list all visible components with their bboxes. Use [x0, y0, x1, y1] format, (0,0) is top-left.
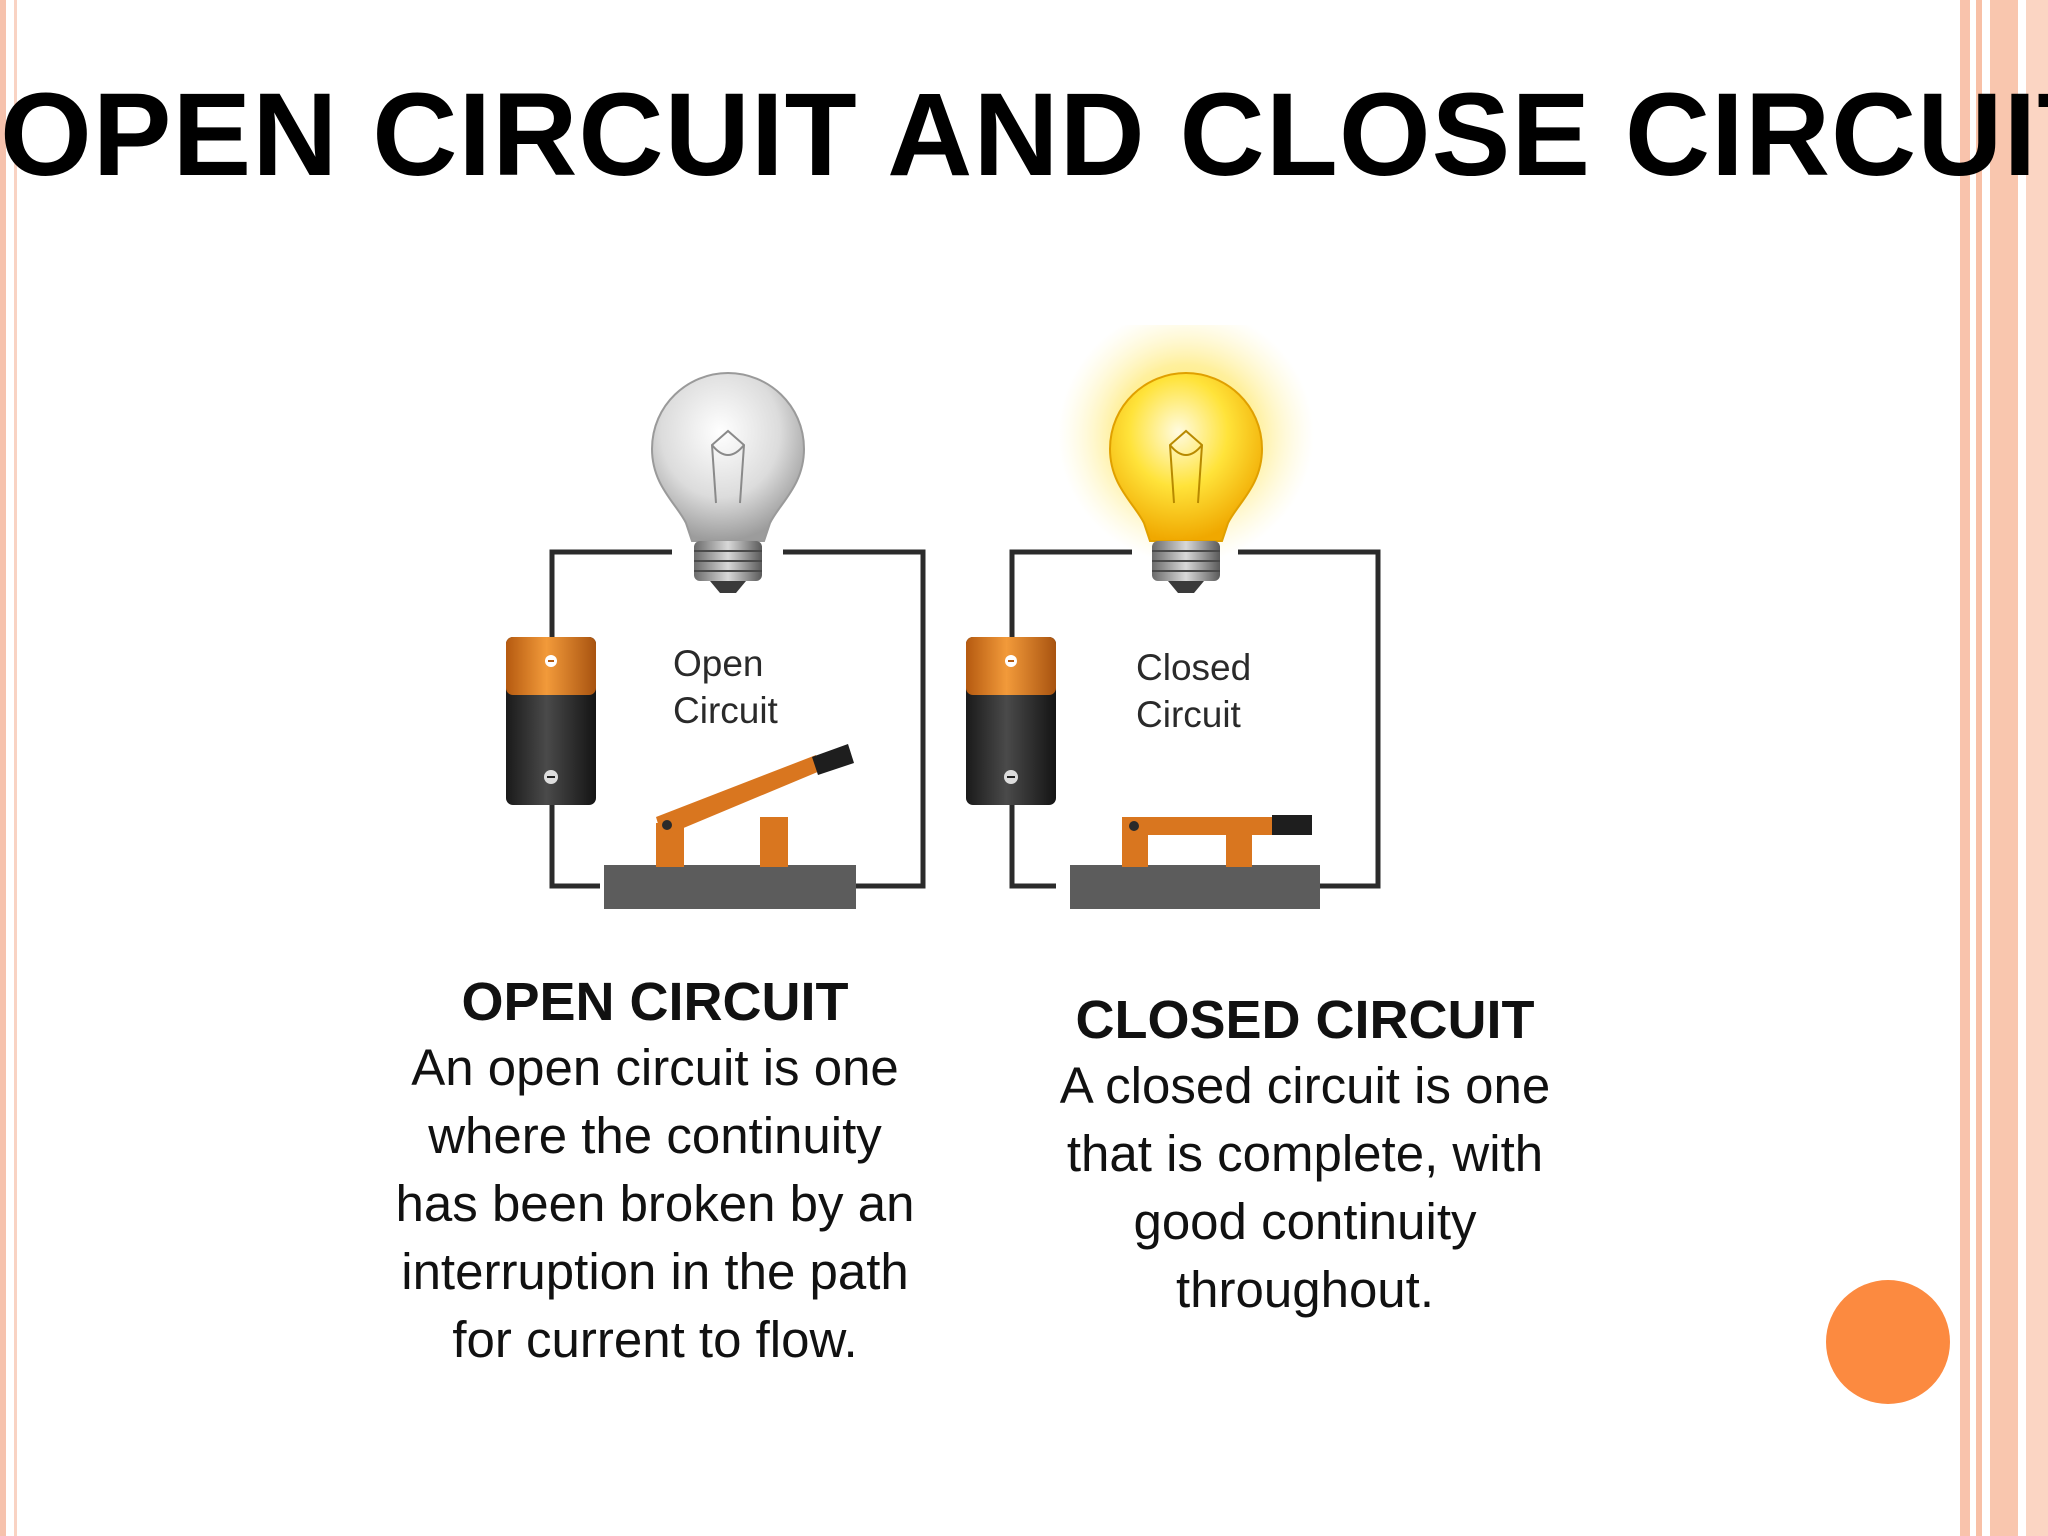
left-border-stripe-thin — [14, 0, 17, 1536]
closed-circuit-diagram: Closed Circuit — [966, 325, 1381, 909]
closed-circuit-line: throughout. — [1175, 1261, 1435, 1318]
open-battery-icon — [506, 637, 596, 805]
closed-battery-icon — [966, 637, 1056, 805]
open-circuit-wire — [549, 549, 926, 889]
right-border-stripe-wide — [1990, 0, 2018, 1536]
open-circuit-text: An open circuit is one where the continu… — [330, 1034, 980, 1374]
open-circuit-diagram: Open Circuit — [506, 371, 926, 909]
closed-circuit-description: CLOSED CIRCUIT A closed circuit is one t… — [980, 988, 1630, 1324]
circuit-diagram: Open Circuit — [506, 325, 1381, 909]
lit-bulb-icon — [1108, 371, 1264, 593]
right-border-stripe — [1960, 0, 1970, 1536]
closed-circuit-line: that is complete, with — [1066, 1125, 1544, 1182]
closed-switch-icon — [1070, 815, 1320, 909]
right-border-stripe-inner — [1976, 0, 1982, 1536]
closed-circuit-text: A closed circuit is one that is complete… — [980, 1052, 1630, 1324]
open-circuit-description: OPEN CIRCUIT An open circuit is one wher… — [330, 970, 980, 1374]
orange-circle-decoration — [1826, 1280, 1950, 1404]
left-border-stripe — [0, 0, 6, 1536]
open-switch-icon — [604, 744, 856, 909]
closed-circuit-line: good continuity — [1133, 1193, 1477, 1250]
open-circuit-line: where the continuity — [428, 1107, 882, 1164]
closed-circuit-wire — [1009, 549, 1381, 889]
closed-circuit-heading: CLOSED CIRCUIT — [1075, 990, 1535, 1050]
unlit-bulb-icon — [650, 371, 806, 593]
open-circuit-label-line2: Circuit — [673, 690, 779, 731]
open-circuit-heading: OPEN CIRCUIT — [461, 972, 849, 1032]
open-circuit-line: has been broken by an — [395, 1175, 915, 1232]
open-circuit-label-line1: Open — [673, 643, 764, 684]
open-circuit-line: for current to flow. — [452, 1311, 858, 1368]
slide-title: OPEN CIRCUIT AND CLOSE CIRCUIT — [0, 69, 2048, 201]
open-circuit-line: An open circuit is one — [411, 1039, 899, 1096]
open-circuit-line: interruption in the path — [401, 1243, 909, 1300]
closed-circuit-line: A closed circuit is one — [1059, 1057, 1551, 1114]
closed-circuit-label-line2: Circuit — [1136, 694, 1242, 735]
right-border-stripe-outer — [2026, 0, 2048, 1536]
closed-circuit-label-line1: Closed — [1136, 647, 1251, 688]
